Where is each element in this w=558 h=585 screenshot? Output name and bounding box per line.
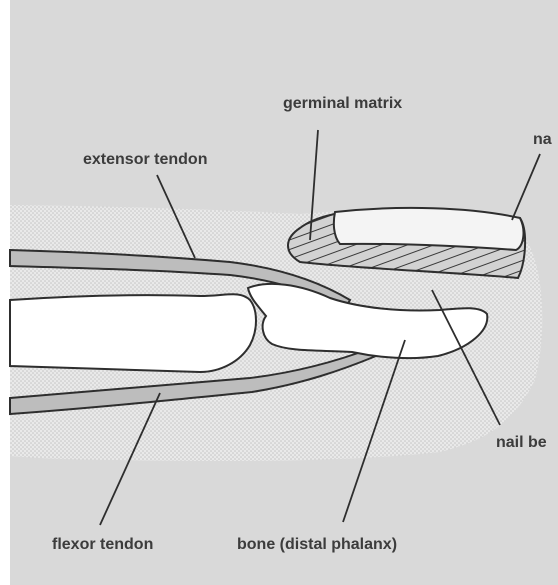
label-germinal-matrix: germinal matrix <box>283 95 402 112</box>
label-flexor-tendon: flexor tendon <box>52 536 153 553</box>
label-extensor-tendon: extensor tendon <box>83 151 207 168</box>
middle-phalanx-bone <box>10 294 256 372</box>
label-nail-bed: nail be <box>496 434 547 451</box>
label-nail: na <box>533 131 552 148</box>
nail-plate <box>334 208 524 250</box>
label-bone: bone (distal phalanx) <box>237 536 397 553</box>
